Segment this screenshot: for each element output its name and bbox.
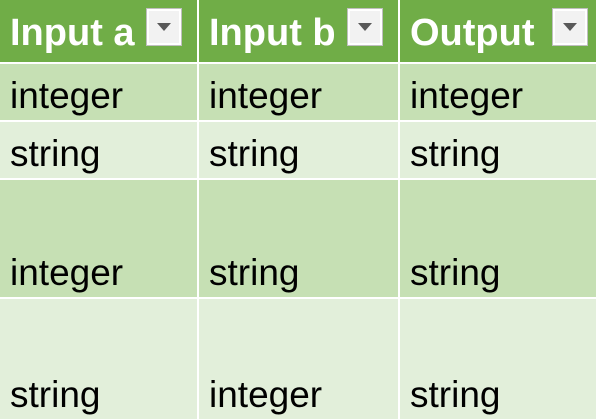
cell-text: integer	[209, 374, 323, 415]
table-cell[interactable]: string	[199, 122, 398, 178]
table-cell[interactable]: string	[400, 180, 596, 297]
column-header-label: Input b	[209, 12, 336, 54]
column-header-label: Input a	[10, 12, 135, 54]
cell-text: string	[410, 374, 501, 415]
cell-text: string	[10, 374, 101, 415]
table-cell[interactable]: string	[400, 122, 596, 178]
cell-text: string	[209, 133, 300, 174]
cell-text: integer	[10, 252, 124, 293]
cell-text: integer	[10, 75, 124, 116]
filter-dropdown-button[interactable]	[552, 8, 588, 46]
table-cell[interactable]: integer	[400, 64, 596, 120]
table-cell[interactable]: string	[400, 299, 596, 419]
cell-text: string	[10, 133, 101, 174]
table-cell[interactable]: integer	[0, 64, 197, 120]
table-cell[interactable]: integer	[199, 64, 398, 120]
cell-text: string	[209, 252, 300, 293]
column-header-label: Output	[410, 12, 535, 54]
column-header-input-b: Input b	[199, 0, 398, 62]
dropdown-arrow-icon	[157, 23, 171, 31]
table-cell[interactable]: string	[0, 299, 197, 419]
table-cell[interactable]: integer	[199, 299, 398, 419]
table-cell[interactable]: integer	[0, 180, 197, 297]
cell-text: string	[410, 252, 501, 293]
table-cell[interactable]: string	[199, 180, 398, 297]
cell-text: string	[410, 133, 501, 174]
column-header-output: Output	[400, 0, 596, 62]
filter-dropdown-button[interactable]	[146, 8, 182, 46]
dropdown-arrow-icon	[358, 23, 372, 31]
table-cell[interactable]: string	[0, 122, 197, 178]
dropdown-arrow-icon	[563, 23, 577, 31]
cell-text: integer	[209, 75, 323, 116]
column-header-input-a: Input a	[0, 0, 197, 62]
filter-dropdown-button[interactable]	[347, 8, 383, 46]
cell-text: integer	[410, 75, 524, 116]
